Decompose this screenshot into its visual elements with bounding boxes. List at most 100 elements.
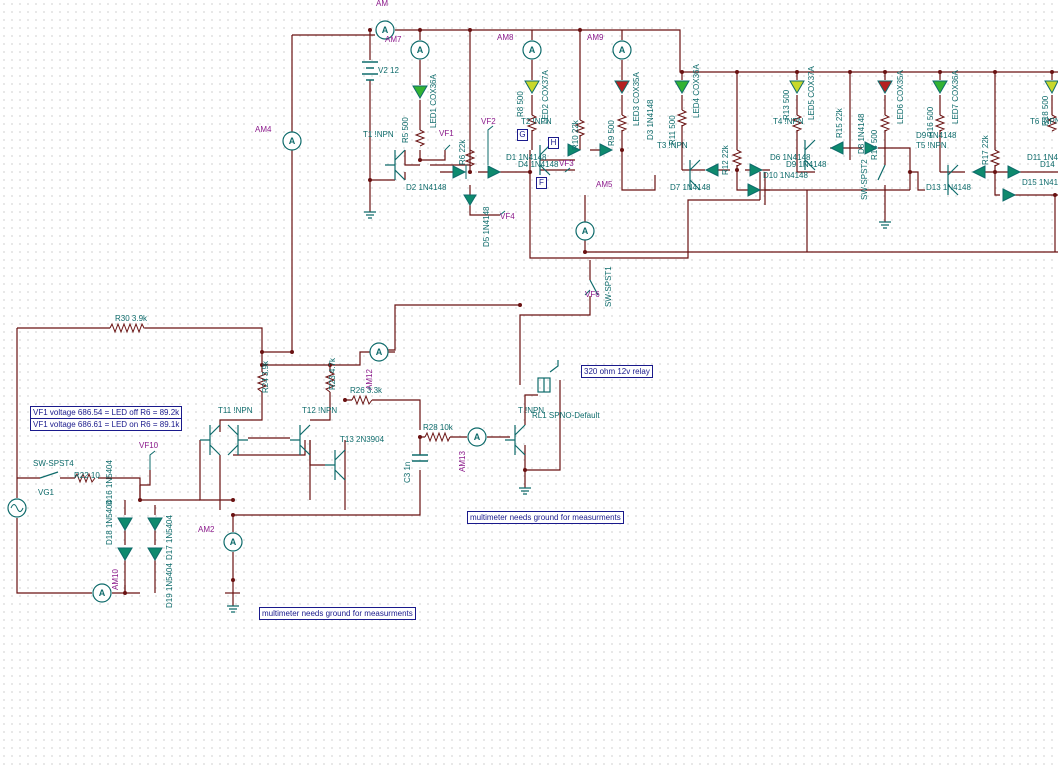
label-r17: R17 22k xyxy=(981,134,990,165)
switches xyxy=(39,164,886,479)
label-r5: R5 500 xyxy=(401,117,410,143)
resistors xyxy=(74,109,1058,484)
label-am-top: AM xyxy=(376,0,388,8)
transistors xyxy=(200,139,959,481)
label-r26: R26 3.3k xyxy=(350,386,383,395)
label-d1: D1 1N4148 xyxy=(506,153,547,162)
label-r13: R13 500 xyxy=(782,89,791,120)
label-t13: T13 2N3904 xyxy=(340,435,385,444)
label-d3: D3 1N4148 xyxy=(646,99,655,140)
label-d6: D6 1N4148 xyxy=(770,153,811,162)
voltage-probes xyxy=(149,125,591,470)
label-d5: D5 1N4148 xyxy=(482,206,491,247)
label-t12: T12 !NPN xyxy=(302,406,337,415)
label-d18: D18 1N5404 xyxy=(105,500,114,545)
label-am5: AM5 xyxy=(596,180,613,189)
svg-text:A: A xyxy=(417,45,424,55)
label-t-relay: T !NPN xyxy=(518,406,544,415)
ammeter-am4 xyxy=(282,131,302,151)
label-r18: R18 500 xyxy=(1041,95,1050,126)
svg-text:A: A xyxy=(529,45,536,55)
label-t5: T5 !NPN xyxy=(916,141,947,150)
ammeter-am-top xyxy=(375,20,395,40)
label-t1: T1 !NPN xyxy=(363,130,394,139)
label-d13: D13 1N4148 xyxy=(926,183,971,192)
label-t4: T4 !NPN xyxy=(773,117,804,126)
label-r22: R22 10 xyxy=(74,471,100,480)
ac-source-vg1 xyxy=(7,498,27,518)
label-d2: D2 1N4148 xyxy=(406,183,447,192)
note-multimeter-top: multimeter needs ground for measurments xyxy=(467,511,624,524)
capacitor-c3 xyxy=(412,454,428,462)
label-r11: R11 500 xyxy=(668,115,677,145)
note-relay: 320 ohm 12v relay xyxy=(581,365,653,378)
tag-h: H xyxy=(548,137,559,149)
label-am7: AM7 xyxy=(385,35,402,44)
svg-text:A: A xyxy=(230,537,237,547)
label-r12: R12 22k xyxy=(721,144,730,175)
label-am2: AM2 xyxy=(198,525,215,534)
label-rl1: RL1 SPNO-Default xyxy=(532,411,600,420)
led4 xyxy=(674,80,690,94)
battery-v2 xyxy=(362,61,378,81)
label-t2: T2 !NPN xyxy=(521,117,552,126)
label-led4: LED4 COX36A xyxy=(692,64,701,118)
led6 xyxy=(877,80,893,94)
label-d10: D10 1N4148 xyxy=(763,171,808,180)
svg-text:A: A xyxy=(619,45,626,55)
label-r30: R30 3.9k xyxy=(115,314,148,323)
label-r9: R9 500 xyxy=(607,120,616,146)
relay-rl1 xyxy=(537,360,559,393)
led1 xyxy=(412,85,428,99)
led2 xyxy=(524,80,540,94)
label-d-extra: D9 1N4148 xyxy=(916,131,957,140)
svg-text:A: A xyxy=(474,432,481,442)
tag-g: G xyxy=(517,129,528,141)
ammeters xyxy=(92,20,632,603)
ammeter-am5 xyxy=(575,221,595,241)
label-vf10: VF10 xyxy=(139,441,159,450)
label-led3: LED3 COX35A xyxy=(632,72,641,126)
label-vf6: VF6 xyxy=(585,290,600,299)
label-r6: R6 22k xyxy=(458,139,467,165)
label-led6: LED6 COX35A xyxy=(896,70,905,124)
label-t6: T6 !NPN xyxy=(1030,117,1058,126)
tag-f: F xyxy=(536,177,547,189)
svg-text:A: A xyxy=(376,347,383,357)
label-am10: AM10 xyxy=(111,569,120,590)
label-r28: R28 10k xyxy=(423,423,454,432)
label-sw-spst2: SW-SPST2 xyxy=(860,159,869,200)
led3 xyxy=(614,80,630,94)
ammeter-am7 xyxy=(410,40,430,60)
label-r24: R24 3.9k xyxy=(261,360,270,393)
leds xyxy=(412,80,1058,99)
svg-text:A: A xyxy=(382,25,389,35)
ammeter-am12 xyxy=(369,342,389,362)
label-am13: AM13 xyxy=(458,451,467,472)
label-am4: AM4 xyxy=(255,125,272,134)
note-multimeter-bottom: multimeter needs ground for measurments xyxy=(259,607,416,620)
label-sw-spst1: SW-SPST1 xyxy=(604,266,613,307)
label-vf3: VF3 xyxy=(559,159,574,168)
label-am12: AM12 xyxy=(365,369,374,390)
label-led5: LED5 COX37A xyxy=(807,66,816,120)
label-led2: LED2 COX37A xyxy=(541,70,550,124)
label-r10: R10 22k xyxy=(571,119,580,150)
label-r16: R16 500 xyxy=(926,106,935,137)
label-d16: D16 1N5404 xyxy=(105,460,114,505)
junction-dots xyxy=(123,28,1057,595)
label-r15: R15 22k xyxy=(835,107,844,138)
label-d19: D19 1N5404 xyxy=(165,563,174,608)
label-vf2: VF2 xyxy=(481,117,496,126)
label-r8: R8 500 xyxy=(516,91,525,117)
label-r14: R14 500 xyxy=(870,129,879,160)
ground-symbols xyxy=(227,211,891,613)
led5 xyxy=(789,80,805,94)
label-d17: D17 1N5404 xyxy=(165,515,174,560)
ammeter-am10 xyxy=(92,583,112,603)
ammeter-am13 xyxy=(467,427,487,447)
ammeter-am9 xyxy=(612,40,632,60)
